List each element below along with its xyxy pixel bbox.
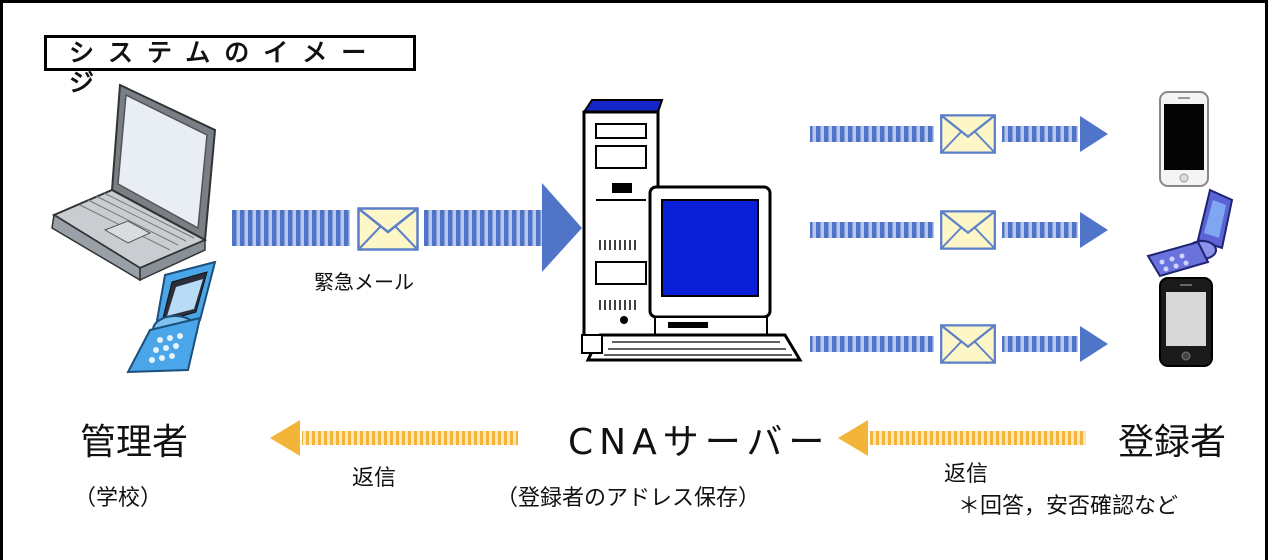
mail-envelope-icon-1 <box>939 114 997 154</box>
outgoing-arrow-3 <box>810 326 1108 362</box>
emergency-mail-label: 緊急メール <box>314 270 414 294</box>
smartphone-white-icon <box>1159 91 1209 187</box>
smartphone-black-icon <box>1159 277 1213 367</box>
admin-sub-label: （学校） <box>74 486 163 511</box>
reply-arrow-left <box>270 420 518 456</box>
mail-envelope-icon <box>357 207 419 251</box>
diagram-title: システムのイメージ <box>44 35 416 97</box>
reply-note: ＊回答，安否確認など <box>958 494 1179 519</box>
flip-phone-registrant-icon <box>1146 188 1234 278</box>
diagram-canvas <box>51 83 1234 456</box>
mail-envelope-icon-2 <box>939 210 997 250</box>
laptop-icon <box>51 83 217 282</box>
flip-phone-icon <box>126 260 217 374</box>
reply-label-left: 返信 <box>352 466 397 491</box>
outgoing-arrow-1 <box>810 116 1108 152</box>
admin-label: 管理者 <box>80 422 189 463</box>
reply-arrow-right <box>838 420 1086 456</box>
server-label: CNAサーバー <box>568 422 831 463</box>
mail-envelope-icon-3 <box>939 324 997 364</box>
registrant-label: 登録者 <box>1118 422 1227 463</box>
reply-label-right: 返信 <box>944 462 989 487</box>
server-icon <box>581 99 803 362</box>
server-sub-label: （登録者のアドレス保存） <box>496 486 761 511</box>
outgoing-arrow-2 <box>810 212 1108 248</box>
emergency-mail-arrow <box>232 183 582 272</box>
